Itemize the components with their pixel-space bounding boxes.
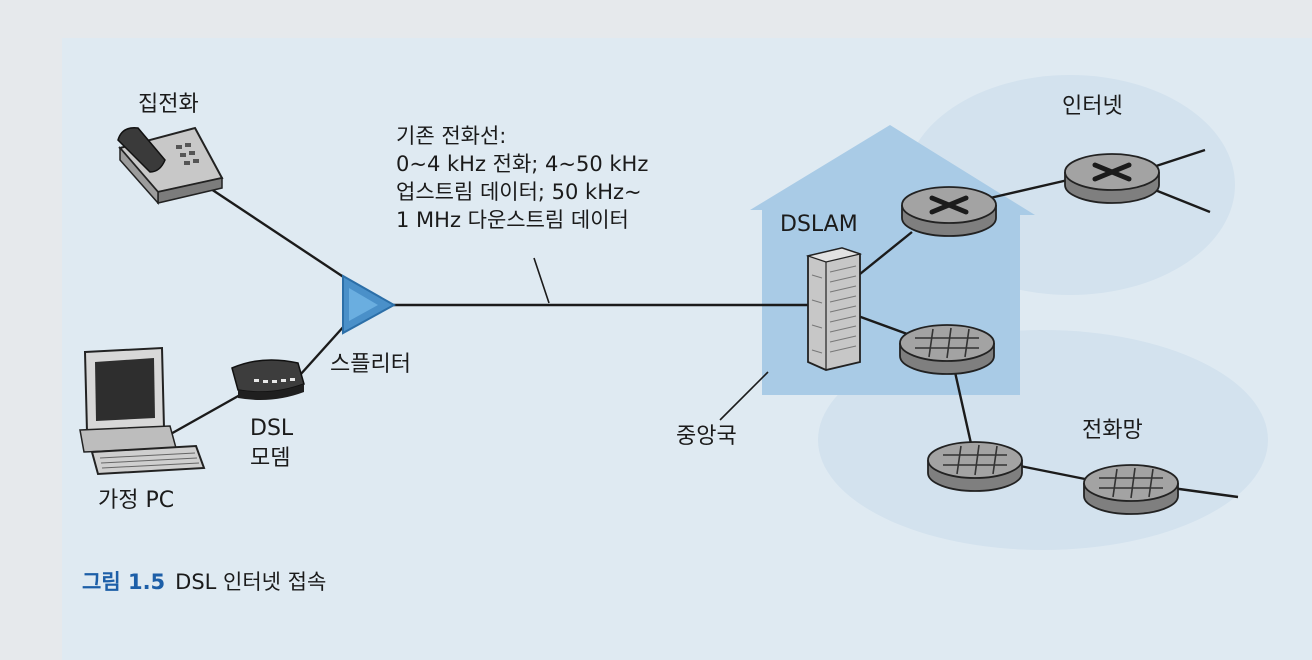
central-office-label: 중앙국 — [676, 424, 737, 450]
office-pointer-line — [720, 372, 768, 420]
telephone-switch-icon — [900, 325, 994, 374]
note-pointer-line — [534, 258, 549, 303]
phone-line-note-line: 0~4 kHz 전화; 4~50 kHz — [396, 150, 648, 178]
phone-line-note-line: 1 MHz 다운스트림 데이터 — [396, 206, 648, 234]
desktop-computer-icon — [80, 348, 204, 474]
splitter-triangle-icon — [343, 276, 394, 333]
phone-line-note: 기존 전화선: 0~4 kHz 전화; 4~50 kHz 업스트림 데이터; 5… — [396, 122, 648, 234]
phone-line-note-line: 업스트림 데이터; 50 kHz~ — [396, 178, 648, 206]
telephone-switch-icon — [1084, 465, 1178, 514]
internet-label: 인터넷 — [1062, 94, 1123, 120]
switch-to-switch-line-2 — [1020, 466, 1090, 480]
telephone-switch-icon — [928, 442, 1022, 491]
internet-link-1 — [1150, 150, 1205, 168]
dslam-label: DSLAM — [780, 212, 858, 238]
home-pc-label: 가정 PC — [98, 488, 174, 514]
dsl-modem-label-line2: 모뎀 — [250, 446, 290, 472]
phone-to-splitter-line — [205, 185, 345, 278]
internet-link-2 — [1150, 188, 1210, 212]
router-to-router-line — [990, 180, 1068, 198]
dsl-modem-label-line1: DSL — [250, 416, 293, 442]
splitter-label: 스플리터 — [330, 352, 411, 378]
figure-number: 그림 1.5 — [82, 570, 165, 594]
figure-title: DSL 인터넷 접속 — [175, 570, 326, 594]
router-icon — [902, 187, 996, 236]
figure-caption: 그림 1.5 DSL 인터넷 접속 — [82, 566, 326, 596]
telephone-icon — [118, 128, 222, 203]
router-icon — [1065, 154, 1159, 203]
dslam-rack-icon — [808, 248, 860, 370]
phone-line-note-line: 기존 전화선: — [396, 122, 648, 150]
phone-network-link — [1172, 488, 1238, 497]
phone-network-label: 전화망 — [1082, 418, 1143, 444]
dsl-modem-icon — [232, 360, 304, 400]
home-phone-label: 집전화 — [138, 92, 199, 118]
